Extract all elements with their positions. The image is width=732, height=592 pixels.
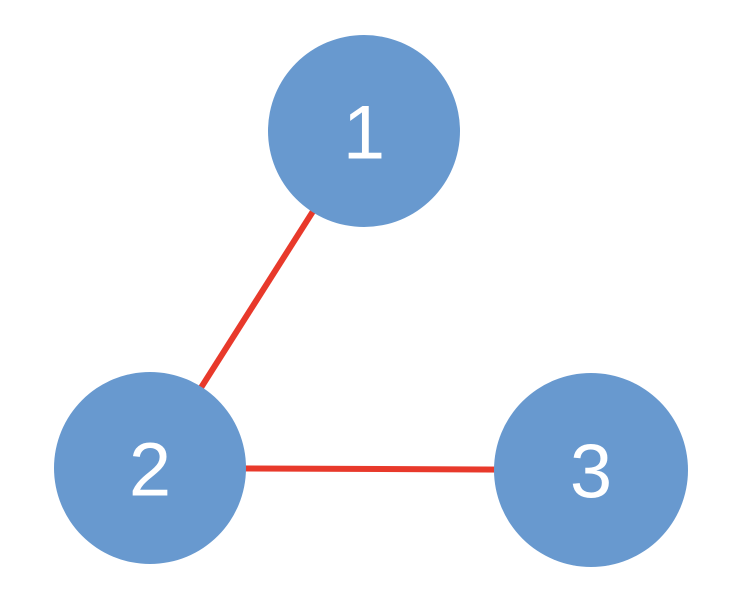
node-1[interactable]: 1 [268,35,460,227]
node-label: 2 [129,427,171,512]
node-label: 3 [570,429,612,514]
node-3[interactable]: 3 [494,373,688,567]
node-label: 1 [343,90,385,175]
node-circle[interactable] [268,35,460,227]
node-circle[interactable] [54,372,246,564]
node-2[interactable]: 2 [54,372,246,564]
node-circle[interactable] [494,373,688,567]
